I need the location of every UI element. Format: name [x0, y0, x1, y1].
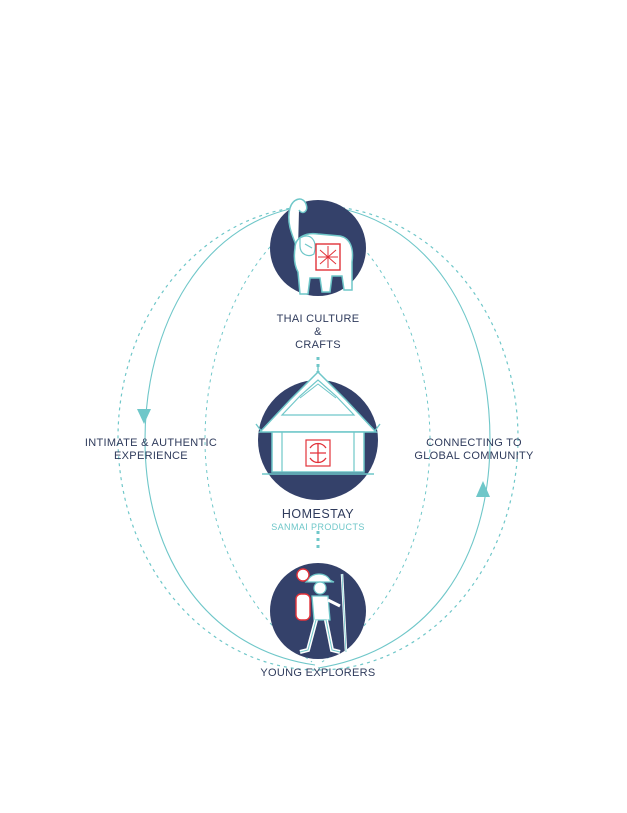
top-node-label-line3: CRAFTS	[295, 339, 341, 351]
middle-node-label: HOMESTAY SANMAI PRODUCTS	[238, 508, 398, 534]
backpacker-icon	[270, 563, 366, 659]
elephant-icon	[270, 198, 366, 296]
right-flow-arc	[317, 204, 491, 669]
top-node-label: THAI CULTURE & CRAFTS	[258, 313, 378, 352]
bottom-node-title: YOUNG EXPLORERS	[260, 667, 376, 679]
top-node-label-line2: &	[314, 326, 322, 338]
right-up-arrow-icon	[476, 481, 490, 497]
top-node-label-line1: THAI CULTURE	[276, 313, 360, 325]
middle-node-title: HOMESTAY	[281, 507, 355, 521]
middle-node-subtitle: SANMAI PRODUCTS	[271, 522, 365, 532]
outer-dashed-orbit	[117, 205, 519, 671]
right-flow-label-line2: GLOBAL COMMUNITY	[414, 450, 534, 462]
left-flow-label-line2: EXPERIENCE	[114, 450, 188, 462]
left-flow-label: INTIMATE & AUTHENTIC EXPERIENCE	[78, 437, 224, 463]
right-flow-label: CONNECTING TO GLOBAL COMMUNITY	[406, 437, 542, 463]
left-down-arrow-icon	[137, 409, 151, 424]
thai-house-icon	[255, 364, 381, 500]
inner-left-dashed-arc	[204, 209, 313, 663]
left-flow-arc	[144, 204, 316, 666]
bottom-node-label: YOUNG EXPLORERS	[238, 667, 398, 680]
left-flow-label-line1: INTIMATE & AUTHENTIC	[84, 437, 218, 449]
inner-right-dashed-arc	[321, 209, 431, 663]
right-flow-label-line1: CONNECTING TO	[426, 437, 522, 449]
